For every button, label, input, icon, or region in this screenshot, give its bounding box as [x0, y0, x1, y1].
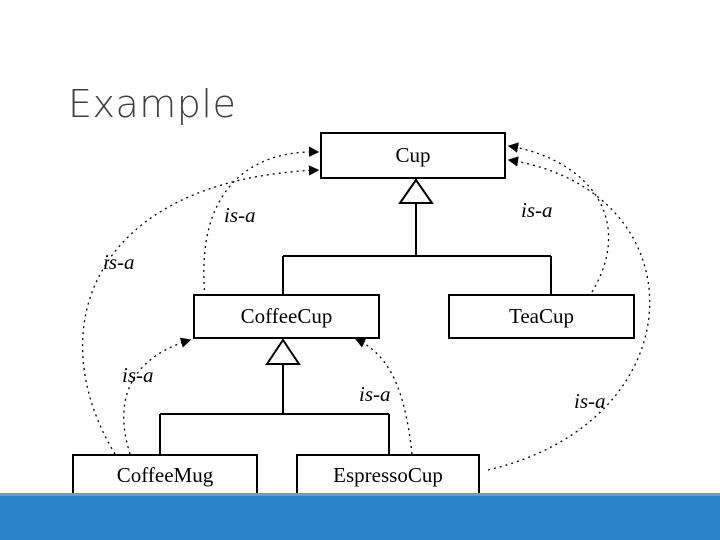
arc-espressocup-to-coffeecup [354, 338, 413, 455]
arc-teacup-to-cup [507, 142, 610, 293]
is-a-label: is-a [224, 203, 256, 227]
footer-accent-line [0, 493, 720, 496]
arc-espressocup-to-cup [487, 156, 651, 471]
class-box-tea-cup: TeaCup [448, 294, 635, 339]
class-box-espresso-cup: EspressoCup [296, 454, 480, 497]
is-a-label: is-a [574, 389, 606, 413]
footer-bar [0, 496, 720, 540]
arc-coffeemug-to-cup [81, 165, 320, 455]
inheritance-tree-top [282, 178, 552, 294]
is-a-label: is-a [103, 250, 135, 274]
slide-title: Example [68, 82, 237, 126]
is-a-label: is-a [122, 363, 154, 387]
generalization-triangle-cup [398, 178, 434, 204]
arc-coffeecup-to-cup [203, 146, 320, 297]
generalization-triangle-coffeecup [265, 338, 301, 365]
is-a-label: is-a [359, 382, 391, 406]
class-box-coffee-cup: CoffeeCup [193, 294, 380, 339]
class-box-coffee-mug: CoffeeMug [72, 454, 258, 497]
class-box-cup: Cup [320, 132, 506, 179]
is-a-label: is-a [521, 198, 553, 222]
inheritance-tree-bottom [159, 338, 390, 454]
arc-coffeemug-to-coffeecup [123, 337, 192, 455]
is-a-arcs [81, 142, 651, 471]
